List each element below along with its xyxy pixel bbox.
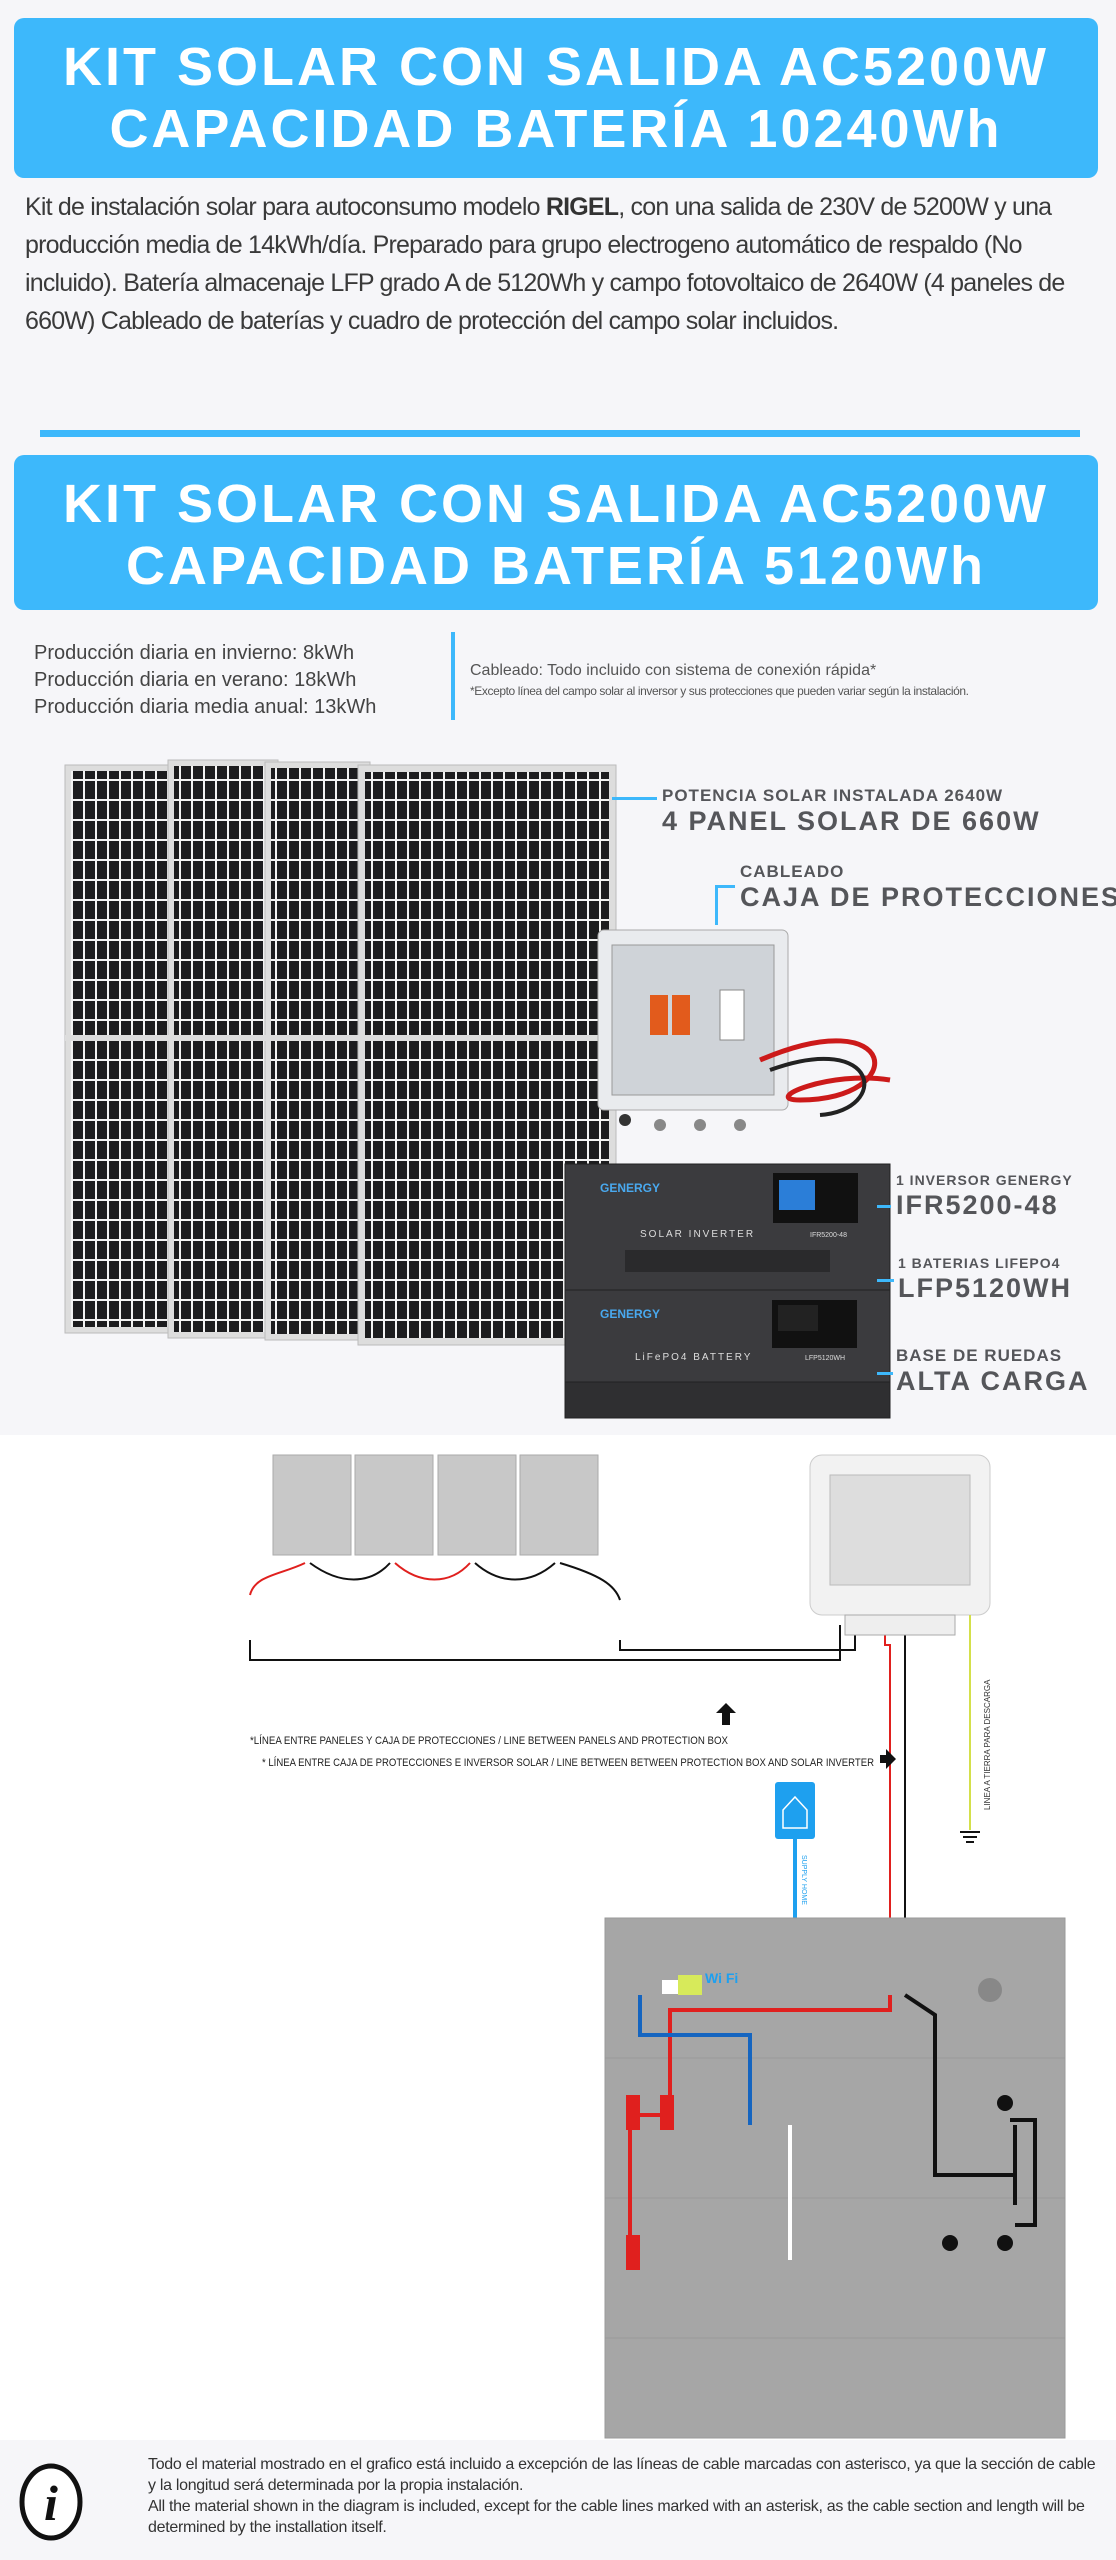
diagram-panel: [519, 1454, 599, 1556]
inverter: GENERGY SOLAR INVERTER IFR5200-48: [564, 1163, 891, 1291]
footer-note: Todo el material mostrado en el grafico …: [148, 2454, 1103, 2538]
inverter-label-small: 1 INVERSOR GENERGY: [896, 1172, 1073, 1188]
ground-icon: [960, 1831, 980, 1843]
inverter-label-large: IFR5200-48: [896, 1190, 1059, 1220]
box-pointer-vertical: [715, 885, 718, 925]
arrow-right-icon: [880, 1749, 896, 1769]
battery-label-large: LFP5120WH: [898, 1273, 1073, 1303]
box-pointer: [715, 885, 735, 888]
cabling-main: Cableado: Todo incluido con sistema de c…: [470, 662, 877, 679]
inverter-pointer: [877, 1205, 891, 1208]
banner-second-line2: CAPACIDAD BATERÍA 5120Wh: [125, 536, 987, 596]
divider: [40, 430, 1080, 437]
production-annual: Producción diaria media anual: 13kWh: [34, 696, 377, 718]
svg-text:i: i: [44, 2475, 58, 2531]
inverter-model: IFR5200-48: [810, 1232, 847, 1239]
banner-top-line2: CAPACIDAD BATERÍA 10240Wh: [109, 99, 1003, 159]
base-label-small: BASE DE RUEDAS: [896, 1346, 1063, 1365]
home-label: SUPPLY HOME: [800, 1855, 807, 1905]
panels-pointer: [612, 797, 657, 800]
banner-second-line1: KIT SOLAR CON SALIDA AC5200W: [62, 474, 1050, 534]
battery: GENERGY LiFePO4 BATTERY LFP5120WH: [564, 1289, 891, 1383]
protection-box: [597, 929, 891, 1131]
battery-brand: GENERGY: [600, 1307, 660, 1321]
production-summer: Producción diaria en verano: 18kWh: [34, 669, 357, 691]
diagram-panel: [437, 1454, 517, 1556]
solar-panels: [64, 759, 617, 1346]
info-icon: i: [19, 2463, 83, 2541]
box-label-small: CABLEADO: [740, 862, 845, 881]
battery-module-diagram: [604, 2197, 1066, 2339]
note-panels: *LÍNEA ENTRE PANELES Y CAJA DE PROTECCIO…: [250, 1734, 729, 1747]
intro-model: RIGEL: [545, 193, 619, 221]
production-separator: [451, 632, 455, 720]
note-inverter: * LÍNEA ENTRE CAJA DE PROTECCIONES E INV…: [262, 1756, 874, 1769]
inverter-brand: GENERGY: [600, 1181, 660, 1195]
home-icon: [775, 1782, 815, 1839]
diagram-panel: [354, 1454, 434, 1556]
panels-label-small: POTENCIA SOLAR INSTALADA 2640W: [662, 786, 1004, 805]
wiring-diagram-svg: *LÍNEA ENTRE PANELES Y CAJA DE PROTECCIO…: [249, 1454, 1066, 2439]
intro-part2: , con una salida de 230V de 5200W y una …: [25, 193, 1065, 335]
wifi-icon: Wi Fi: [705, 1970, 738, 1986]
diagram-panel: [272, 1454, 352, 1556]
box-label-large: CAJA DE PROTECCIONES: [740, 882, 1116, 912]
wheel-base: [564, 1381, 891, 1419]
intro-text: Kit de instalación solar para autoconsum…: [25, 188, 1095, 340]
inverter-product: SOLAR INVERTER: [640, 1229, 755, 1240]
production-winter: Producción diaria en invierno: 8kWh: [34, 642, 355, 664]
ground-label: LINEA A TIERRA PARA DESCARGA: [983, 1679, 992, 1810]
panels-label-large: 4 PANEL SOLAR DE 660W: [662, 806, 1041, 836]
banner-top: KIT SOLAR CON SALIDA AC5200W CAPACIDAD B…: [14, 18, 1098, 178]
base-pointer: [877, 1372, 893, 1375]
diagram-panels: [272, 1454, 599, 1556]
production-list: Producción diaria en invierno: 8kWh Prod…: [34, 640, 376, 721]
protection-box-diagram: [809, 1454, 991, 1636]
product-illustration: GENERGY SOLAR INVERTER IFR5200-48 GENERG…: [64, 759, 891, 1419]
intro-part1: Kit de instalación solar para autoconsum…: [25, 193, 546, 221]
wiring-diagram: *LÍNEA ENTRE PANELES Y CAJA DE PROTECCIO…: [0, 1435, 1116, 2440]
banner-top-line1: KIT SOLAR CON SALIDA AC5200W: [62, 37, 1050, 97]
cabling-note: *Excepto línea del campo solar al invers…: [470, 684, 969, 698]
banner-second: KIT SOLAR CON SALIDA AC5200W CAPACIDAD B…: [14, 455, 1098, 610]
base-label-large: ALTA CARGA: [896, 1366, 1090, 1396]
battery-pointer: [877, 1279, 894, 1282]
battery-label-small: 1 BATERIAS LIFEPO4: [898, 1255, 1061, 1271]
footer-en: All the material shown in the diagram is…: [148, 2498, 1085, 2536]
battery-model: LFP5120WH: [805, 1355, 845, 1362]
arrow-up-icon: [716, 1703, 736, 1725]
battery-product: LiFePO4 BATTERY: [635, 1352, 752, 1363]
base-diagram: [604, 2337, 1066, 2439]
footer-es: Todo el material mostrado en el grafico …: [148, 2456, 1096, 2494]
